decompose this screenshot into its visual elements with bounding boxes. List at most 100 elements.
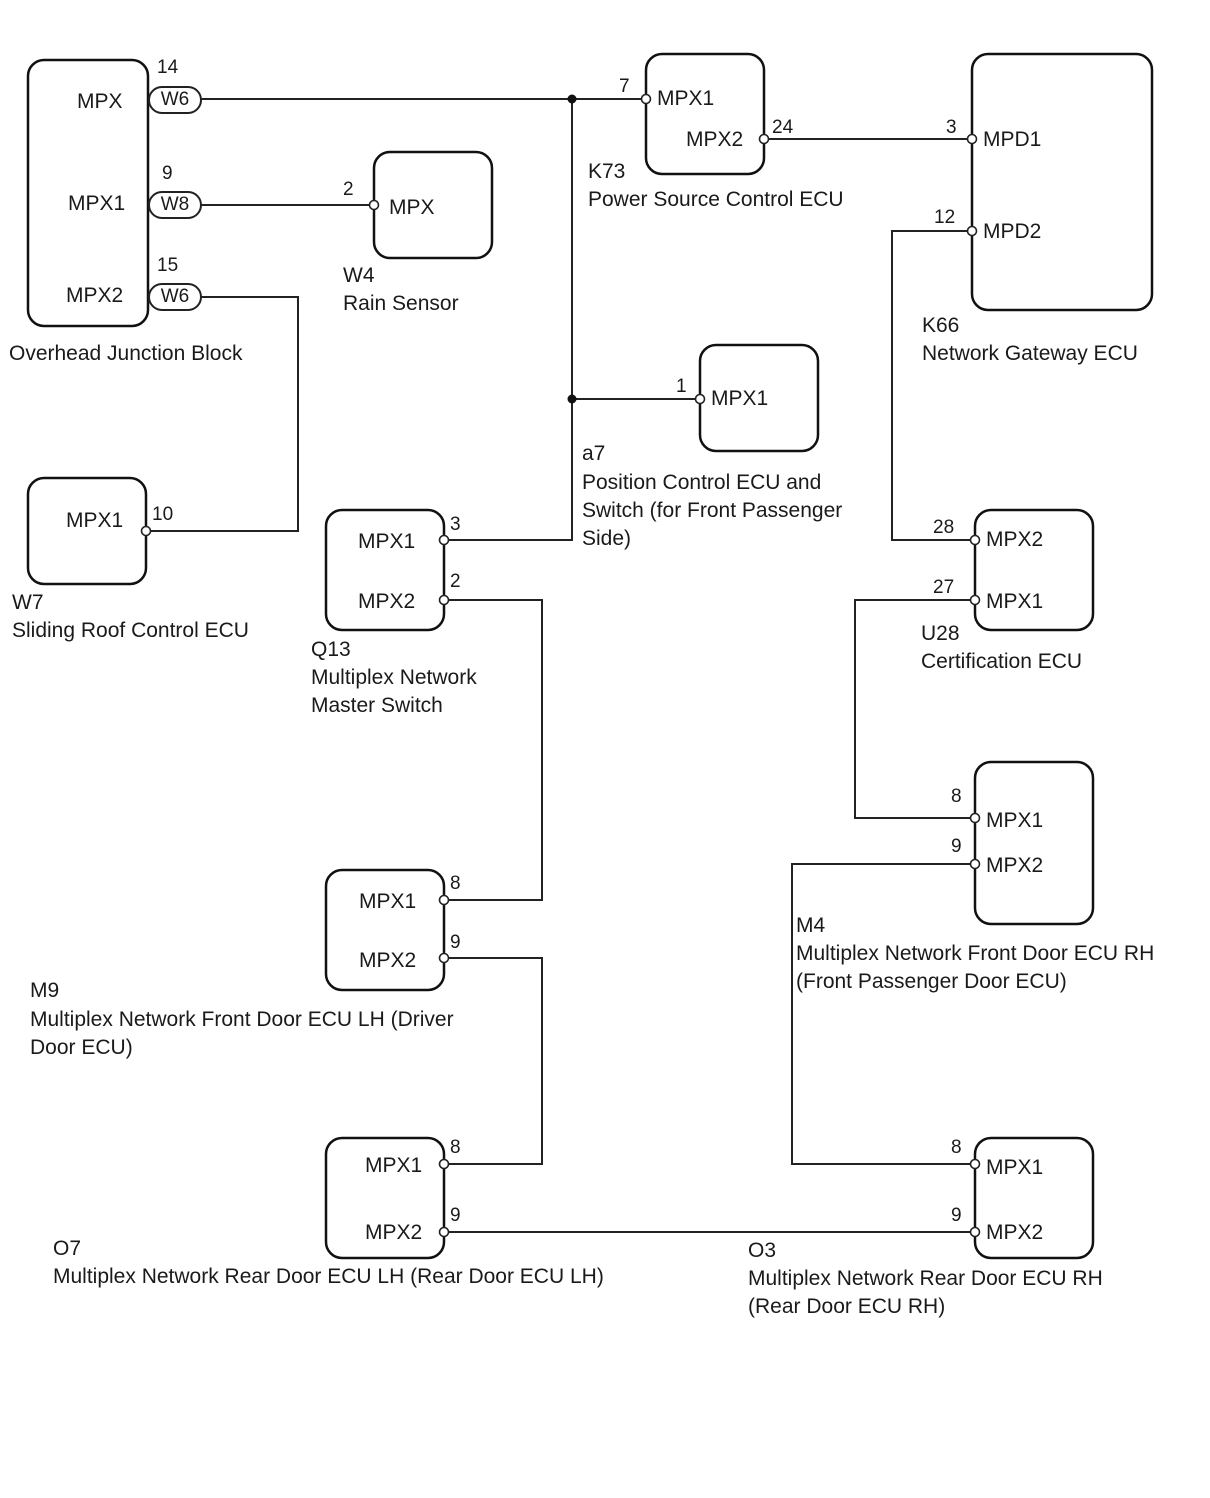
position-ecu-pin-1: 1 (676, 376, 687, 397)
rear-door-rh-box (973, 1136, 1095, 1260)
rear-lh-pin-8: 8 (450, 1137, 461, 1158)
splice-point-lower (567, 394, 577, 404)
connector-label-w8: W8 (160, 194, 190, 215)
k73-pin-7: 7 (619, 76, 630, 97)
k73-pin-24: 24 (772, 117, 794, 138)
terminal-rear-rh-mpx2 (969, 1226, 981, 1238)
terminal-front-lh-mpx1 (438, 894, 450, 906)
gateway-code: K66 (922, 314, 960, 337)
k73-code: K73 (588, 160, 626, 183)
wire-certification-to-front-rh (854, 599, 975, 819)
front-rh-pin-8: 8 (951, 786, 962, 807)
network-gateway-ecu-box (970, 52, 1154, 312)
connector-oval-w6-bottom (148, 283, 202, 311)
gateway-pin-3: 3 (946, 117, 957, 138)
rear-rh-terminal-mpx1: MPX1 (986, 1156, 1044, 1179)
terminal-sliding-roof-mpx1 (140, 525, 152, 537)
power-source-ecu-box (644, 52, 766, 176)
terminal-rear-lh-mpx2 (438, 1226, 450, 1238)
rear-lh-terminal-mpx1: MPX1 (365, 1154, 423, 1177)
ojb-terminal-mpx1: MPX1 (68, 192, 126, 215)
gateway-terminal-mpd1: MPD1 (983, 128, 1042, 151)
front-lh-name: Multiplex Network Front Door ECU LH (Dri… (30, 1008, 454, 1059)
front-lh-pin-9: 9 (450, 932, 461, 953)
rear-lh-terminal-mpx2: MPX2 (365, 1221, 423, 1244)
master-pin-3: 3 (450, 514, 461, 535)
front-rh-name: Multiplex Network Front Door ECU RH (Fro… (796, 942, 1155, 993)
terminal-rain-sensor-mpx (368, 199, 380, 211)
splice-point-upper (567, 94, 577, 104)
rear-door-lh-box (324, 1136, 446, 1260)
terminal-front-lh-mpx2 (438, 952, 450, 964)
k73-terminal-mpx1: MPX1 (657, 87, 715, 110)
rain-sensor-pin-2: 2 (343, 179, 354, 200)
rear-lh-pin-9: 9 (450, 1205, 461, 1226)
rear-rh-code: O3 (748, 1239, 777, 1262)
front-rh-terminal-mpx1: MPX1 (986, 809, 1044, 832)
position-ecu-name: Position Control ECU and Switch (for Fro… (582, 471, 843, 550)
sliding-roof-pin-10: 10 (152, 504, 174, 525)
ojb-pin-14: 14 (157, 57, 179, 78)
rear-lh-name: Multiplex Network Rear Door ECU LH (Rear… (53, 1265, 604, 1288)
gateway-pin-12: 12 (934, 207, 956, 228)
connector-oval-w6-top (148, 86, 202, 114)
rain-sensor-terminal-mpx: MPX (389, 196, 435, 219)
front-lh-terminal-mpx2: MPX2 (359, 949, 417, 972)
front-door-lh-box (324, 868, 446, 992)
front-lh-terminal-mpx1: MPX1 (359, 890, 417, 913)
terminal-rear-lh-mpx1 (438, 1158, 450, 1170)
terminal-k73-mpx1 (640, 93, 652, 105)
certification-code: U28 (921, 622, 960, 645)
terminal-gateway-mpd1 (966, 133, 978, 145)
connector-oval-w8 (148, 191, 202, 219)
terminal-master-mpx1 (438, 534, 450, 546)
certification-pin-27: 27 (933, 577, 955, 598)
terminal-certification-mpx2 (969, 534, 981, 546)
rain-sensor-code: W4 (343, 264, 375, 287)
sliding-roof-code: W7 (12, 591, 44, 614)
front-rh-code: M4 (796, 914, 826, 937)
wire-master-to-front-lh (444, 599, 543, 901)
sliding-roof-name: Sliding Roof Control ECU (12, 619, 249, 642)
ojb-pin-15: 15 (157, 255, 179, 276)
terminal-rear-rh-mpx1 (969, 1158, 981, 1170)
terminal-front-rh-mpx2 (969, 858, 981, 870)
wire-bus-vertical (444, 99, 573, 541)
overhead-junction-block-box (26, 58, 150, 328)
certification-ecu-box (973, 508, 1095, 632)
master-terminal-mpx2: MPX2 (358, 590, 416, 613)
connector-label-w6-top: W6 (160, 89, 190, 110)
connector-label-w6-bottom: W6 (160, 286, 190, 307)
terminal-k73-mpx2 (758, 133, 770, 145)
master-name: Multiplex Network Master Switch (311, 666, 477, 717)
certification-terminal-mpx1: MPX1 (986, 590, 1044, 613)
front-lh-code: M9 (30, 979, 60, 1002)
rain-sensor-name: Rain Sensor (343, 292, 459, 315)
rear-rh-terminal-mpx2: MPX2 (986, 1221, 1044, 1244)
master-pin-2: 2 (450, 571, 461, 592)
front-door-rh-box (973, 760, 1095, 926)
ojb-terminal-mpx: MPX (77, 90, 123, 113)
terminal-gateway-mpd2 (966, 225, 978, 237)
ojb-pin-9: 9 (162, 163, 173, 184)
rear-rh-pin-8: 8 (951, 1137, 962, 1158)
certification-name: Certification ECU (921, 650, 1083, 673)
k73-name: Power Source Control ECU (588, 188, 844, 211)
gateway-terminal-mpd2: MPD2 (983, 220, 1042, 243)
terminal-master-mpx2 (438, 594, 450, 606)
sliding-roof-terminal-mpx1: MPX1 (66, 509, 124, 532)
rear-rh-pin-9: 9 (951, 1205, 962, 1226)
rear-rh-name: Multiplex Network Rear Door ECU RH (Rear… (748, 1267, 1103, 1318)
k73-terminal-mpx2: MPX2 (686, 128, 744, 151)
master-switch-box (324, 508, 446, 632)
gateway-name: Network Gateway ECU (922, 342, 1138, 365)
rear-lh-code: O7 (53, 1237, 82, 1260)
ojb-name: Overhead Junction Block (9, 342, 243, 365)
wire-front-rh-to-rear-rh (791, 863, 975, 1165)
wire-ojb-mpx2-to-sliding-roof (146, 296, 299, 532)
position-ecu-code: a7 (582, 442, 606, 465)
terminal-position-ecu-mpx1 (694, 393, 706, 405)
ojb-terminal-mpx2: MPX2 (66, 284, 124, 307)
wire-front-lh-to-rear-lh (444, 957, 543, 1165)
